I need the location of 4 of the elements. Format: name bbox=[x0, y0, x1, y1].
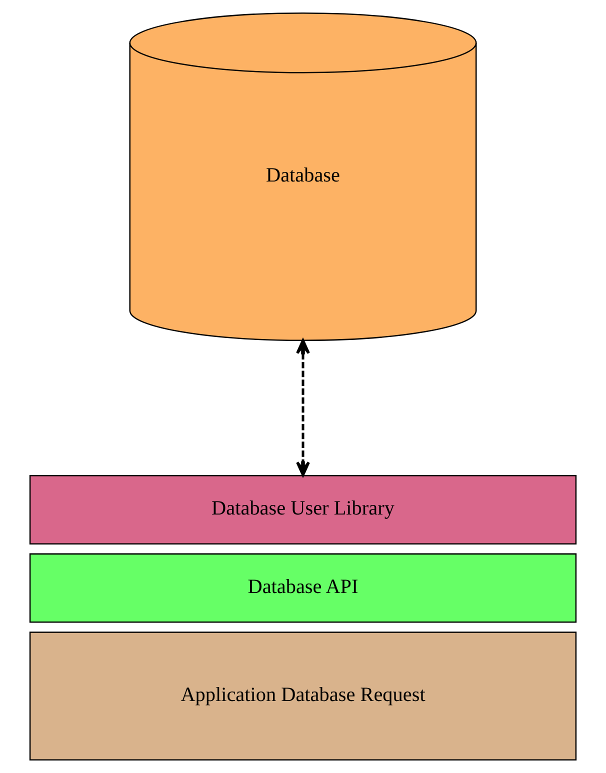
node-box: Application Database Request bbox=[29, 632, 577, 761]
arrow bbox=[296, 339, 310, 476]
node-box: Database User Library bbox=[29, 474, 577, 544]
node-box: Database API bbox=[29, 553, 577, 623]
